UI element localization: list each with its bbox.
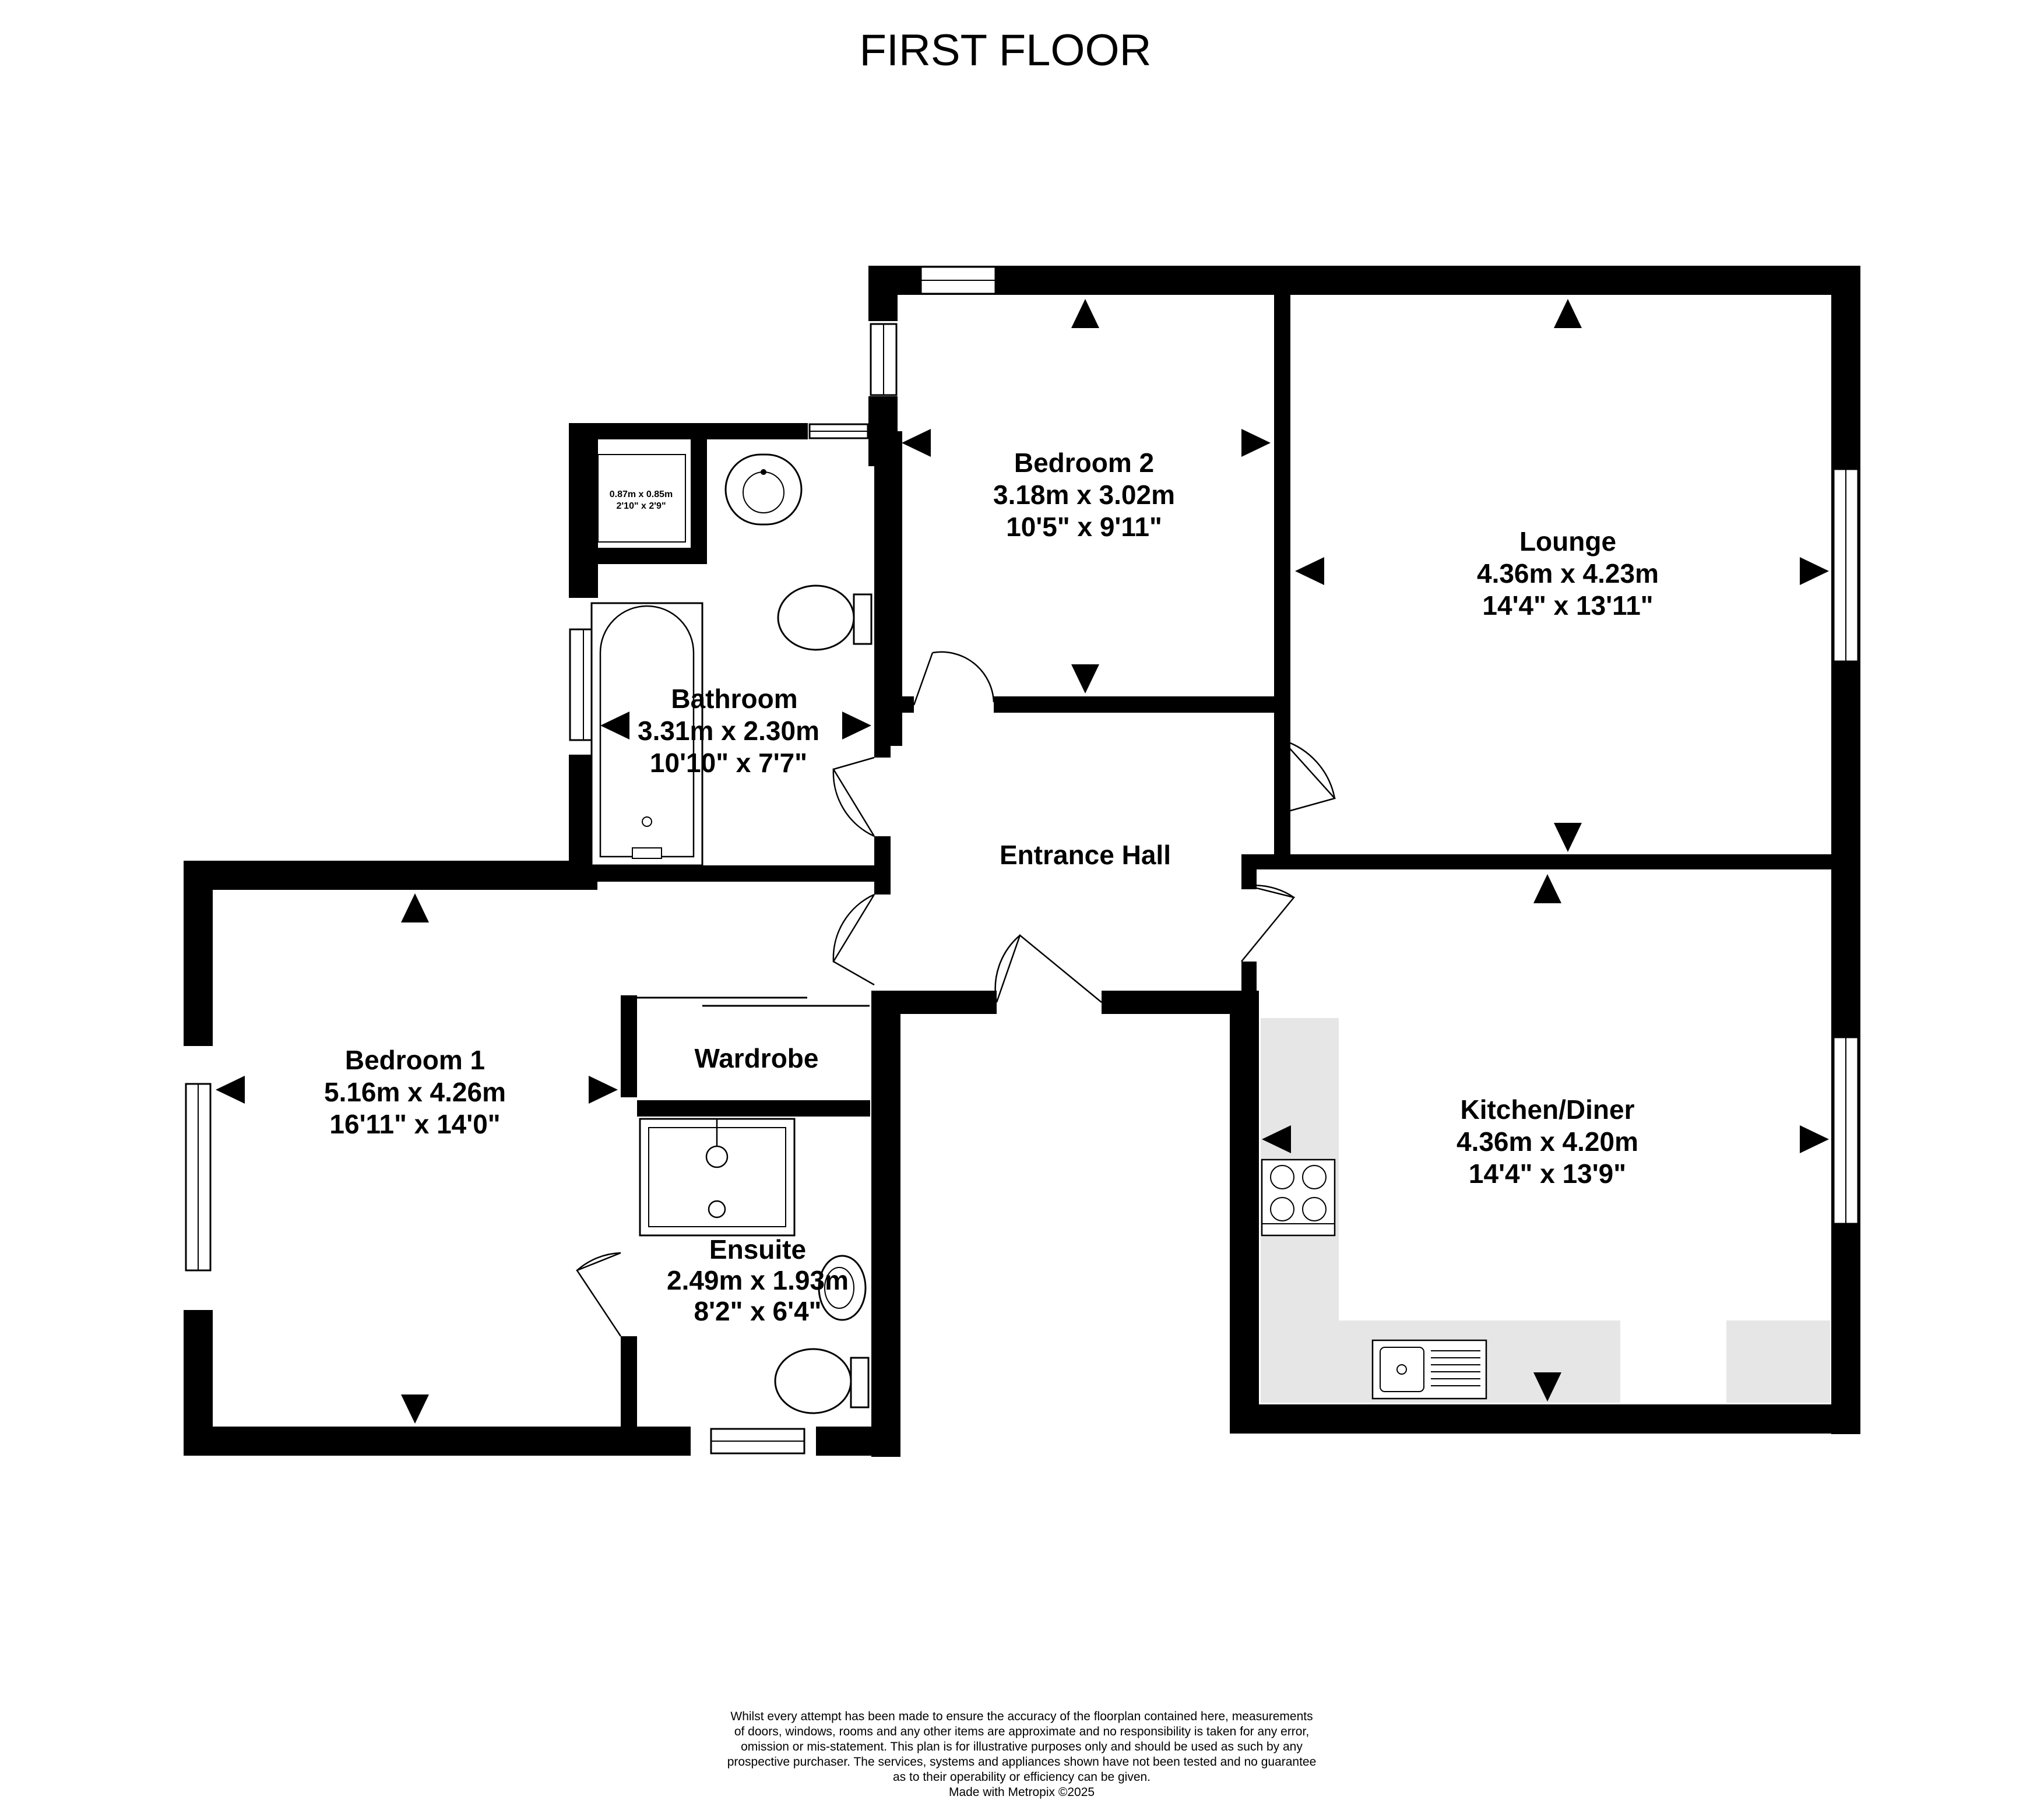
bedroom1-metric: 5.16m x 4.26m bbox=[324, 1077, 506, 1107]
bedroom2-metric: 3.18m x 3.02m bbox=[993, 480, 1175, 510]
lounge-imperial: 14'4" x 13'11" bbox=[1482, 590, 1653, 621]
kitchen-hob bbox=[1261, 1158, 1336, 1237]
door-kitchen bbox=[1241, 885, 1296, 962]
bedroom2-name: Bedroom 2 bbox=[1014, 448, 1154, 478]
ensuite-metric: 2.49m x 1.93m bbox=[667, 1265, 849, 1295]
window-bathroom-top bbox=[808, 423, 869, 439]
bedroom1-name: Bedroom 1 bbox=[345, 1045, 485, 1075]
windows bbox=[185, 266, 1859, 1455]
cupboard-imperial: 2'10" x 2'9" bbox=[616, 501, 666, 511]
bathroom-toilet bbox=[777, 584, 873, 651]
door-bedroom2 bbox=[913, 651, 995, 706]
window-bedroom1-left bbox=[185, 1083, 212, 1272]
disclaimer-line: prospective purchaser. The services, sys… bbox=[727, 1755, 1317, 1769]
disclaimer-line: omission or mis-statement. This plan is … bbox=[741, 1740, 1303, 1753]
wardrobe-name: Wardrobe bbox=[695, 1043, 819, 1073]
kitchen-name: Kitchen/Diner bbox=[1460, 1094, 1634, 1125]
door-bedroom1 bbox=[832, 893, 875, 986]
disclaimer-line: as to their operability or efficiency ca… bbox=[893, 1770, 1151, 1784]
door-front bbox=[994, 934, 1102, 1003]
bathroom-basin bbox=[724, 453, 803, 526]
bath bbox=[590, 602, 703, 867]
disclaimer: Whilst every attempt has been made to en… bbox=[727, 1710, 1317, 1799]
cupboard-metric: 0.87m x 0.85m bbox=[610, 490, 673, 499]
bathroom-name: Bathroom bbox=[671, 684, 797, 714]
kitchen-metric: 4.36m x 4.20m bbox=[1457, 1126, 1638, 1157]
lounge-metric: 4.36m x 4.23m bbox=[1477, 558, 1659, 589]
disclaimer-line: of doors, windows, rooms and any other i… bbox=[734, 1725, 1309, 1738]
fixtures bbox=[590, 453, 1487, 1414]
ensuite-toilet bbox=[774, 1348, 870, 1414]
floor-title: FIRST FLOOR bbox=[859, 26, 1151, 75]
kitchen-sink bbox=[1371, 1339, 1487, 1400]
window-lounge-right bbox=[1832, 468, 1859, 663]
ensuite-shower bbox=[639, 1118, 796, 1237]
door-lounge bbox=[1282, 739, 1336, 814]
dimension-arrows bbox=[216, 299, 1829, 1424]
window-bedroom2-top bbox=[920, 266, 997, 295]
window-kitchen-right bbox=[1832, 1036, 1859, 1225]
bedroom1-imperial: 16'11" x 14'0" bbox=[329, 1109, 500, 1139]
disclaimer-line: Whilst every attempt has been made to en… bbox=[730, 1710, 1313, 1723]
entrance-hall-name: Entrance Hall bbox=[1000, 840, 1171, 870]
kitchen-counters bbox=[1261, 1018, 1830, 1403]
ensuite-name: Ensuite bbox=[709, 1234, 806, 1265]
door-ensuite bbox=[576, 1252, 622, 1337]
ensuite-imperial: 8'2" x 6'4" bbox=[694, 1296, 822, 1326]
room-labels: Bedroom 2 3.18m x 3.02m 10'5" x 9'11" Lo… bbox=[324, 448, 1659, 1326]
airing-cupboard bbox=[597, 454, 686, 543]
doors bbox=[576, 651, 1336, 1337]
bathroom-metric: 3.31m x 2.30m bbox=[638, 716, 819, 746]
kitchen-imperial: 14'4" x 13'9" bbox=[1469, 1158, 1626, 1189]
wardrobe-sliding-doors bbox=[628, 996, 870, 1007]
disclaimer-credit: Made with Metropix ©2025 bbox=[949, 1786, 1095, 1799]
window-ensuite-bottom bbox=[710, 1428, 805, 1455]
lounge-name: Lounge bbox=[1519, 526, 1616, 557]
bedroom2-imperial: 10'5" x 9'11" bbox=[1006, 512, 1162, 542]
door-bathroom bbox=[832, 756, 875, 837]
ensuite-basin bbox=[818, 1255, 867, 1321]
window-bedroom2-corner bbox=[870, 323, 898, 396]
walls bbox=[184, 266, 1860, 1457]
bathroom-imperial: 10'10" x 7'7" bbox=[650, 748, 807, 778]
